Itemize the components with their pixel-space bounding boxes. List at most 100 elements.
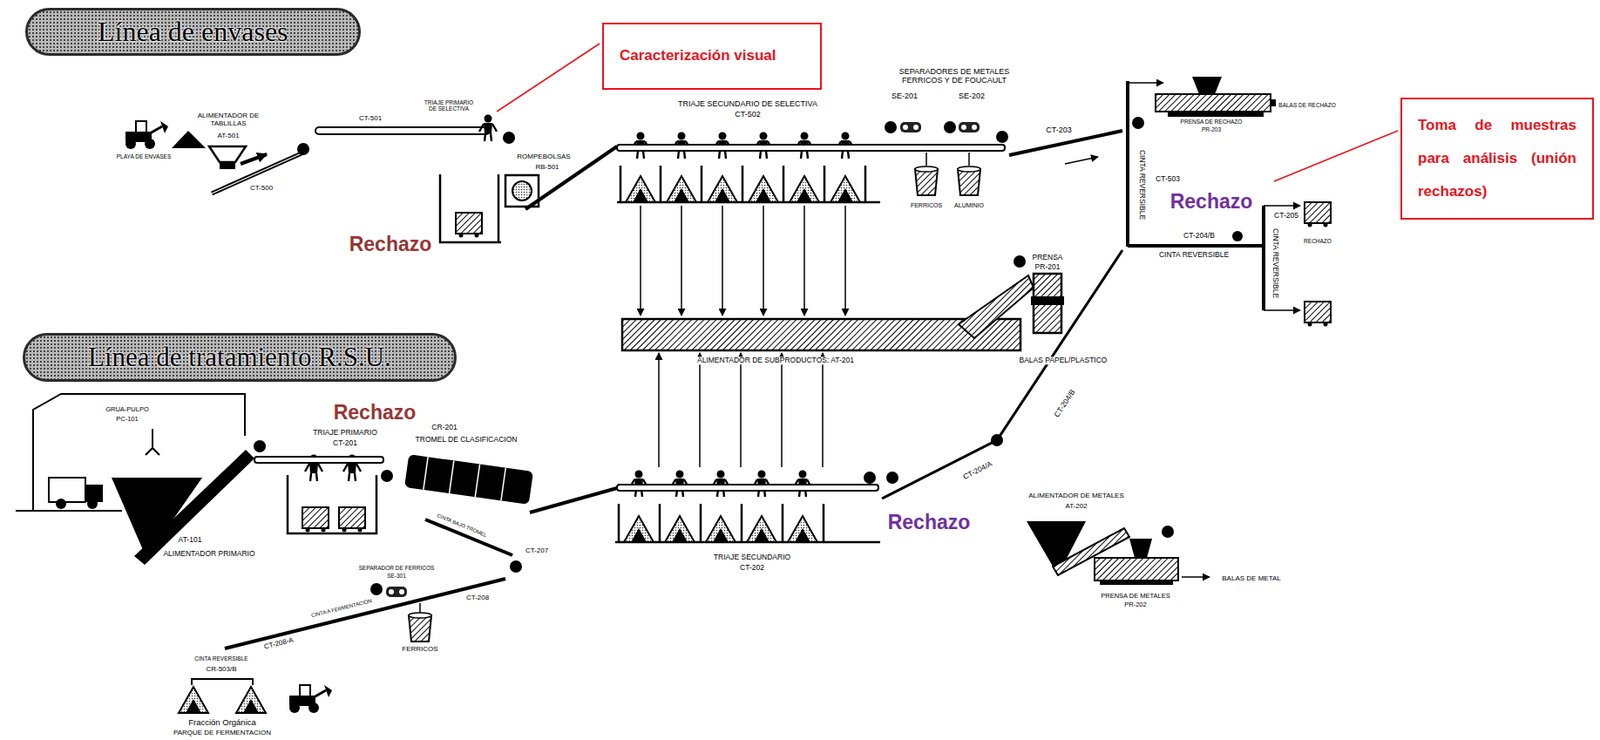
- msw-line-drawing-part: [224, 578, 506, 649]
- packaging-line-drawing-part: [789, 176, 820, 203]
- equipment-label: PRENSA DE RECHAZO: [1179, 118, 1244, 125]
- equipment-label: FERRICOS: [400, 645, 439, 654]
- packaging-line-drawing-part: [1263, 204, 1301, 207]
- msw-line-drawing-part: [419, 603, 421, 614]
- reject-label-anchor: Rechazo: [887, 511, 972, 534]
- equipment-label: CT-208: [465, 594, 490, 603]
- packaging-line-drawing-part: [240, 154, 267, 164]
- packaging-line-drawing-part: [211, 153, 302, 194]
- packaging-line-drawing-part: [881, 250, 1123, 499]
- reject-label: Rechazo: [332, 401, 418, 424]
- equipment-label: AT-501: [216, 132, 240, 141]
- msw-line-drawing-part: [752, 470, 771, 498]
- equipment-label: GRUA-PULPO: [104, 406, 150, 414]
- equipment-label-anchor: PLAYA DE ENVASES: [115, 153, 173, 160]
- packaging-line-drawing-part: [1127, 244, 1264, 248]
- packaging-line-drawing-part: [219, 162, 236, 170]
- equipment-label-anchor: PRENSA DE RECHAZO: [1179, 118, 1244, 125]
- reject-label: Rechazo: [1169, 190, 1255, 213]
- packaging-line-drawing-part: [748, 176, 779, 203]
- reject-label: Rechazo: [348, 233, 434, 256]
- section-banner: Línea de tratamiento R.S.U.: [22, 332, 457, 382]
- equipment-label: ALUMINIO: [953, 202, 985, 210]
- equipment-label-anchor: CT-201: [332, 439, 359, 448]
- callout-text: Caracterización visual: [619, 46, 805, 66]
- equipment-label: TRIAJE PRIMARIO: [311, 428, 379, 437]
- equipment-label-anchor: CINTA REVERSIBLE: [1137, 149, 1146, 221]
- equipment-label-anchor: CR-201: [430, 423, 458, 432]
- equipment-label-anchor: ALIMENTADOR DE METALES: [1027, 492, 1126, 501]
- equipment-label: CT-208-A: [262, 636, 295, 651]
- equipment-label-anchor: AT-501: [216, 132, 240, 141]
- equipment-label-anchor: PR-201: [1034, 263, 1062, 272]
- packaging-line-drawing-part: [640, 205, 846, 316]
- banner-title: Línea de tratamiento R.S.U.: [88, 342, 392, 373]
- msw-line-drawing-part: [711, 470, 730, 498]
- msw-line-drawing-part: [254, 456, 384, 463]
- equipment-label: CINTA REVERSIBLE: [193, 655, 249, 662]
- packaging-line-drawing-part: [1304, 301, 1331, 327]
- equipment-label: TROMEL DE CLASIFICACION: [414, 435, 519, 444]
- equipment-label-anchor: ALIMENTADOR PRIMARIO: [162, 549, 256, 558]
- msw-line-drawing-part: [253, 440, 266, 453]
- msw-line-drawing-part: [287, 474, 377, 534]
- reject-label-anchor: Rechazo: [348, 233, 434, 256]
- reject-label-anchor: Rechazo: [332, 401, 418, 424]
- msw-line-drawing-part-part: [739, 352, 742, 468]
- equipment-label: AT-101: [177, 535, 204, 544]
- equipment-label-anchor: PC-101: [115, 415, 139, 423]
- packaging-line-drawing-part-part: [721, 205, 724, 316]
- packaging-line-drawing-part: [958, 275, 1034, 339]
- equipment-label-anchor: CT-503: [1154, 175, 1181, 184]
- equipment-label-anchor: CINTA REVERSIBLE: [193, 655, 249, 662]
- equipment-label: CT-500: [249, 184, 274, 193]
- banner-title: Línea de envases: [97, 16, 289, 48]
- equipment-label-anchor: TROMEL DE CLASIFICACION: [414, 435, 519, 444]
- equipment-label-anchor: ALIMENTADOR DE SUBPRODUCTOS: AT-201: [696, 356, 855, 365]
- msw-line-drawing-part: [616, 484, 879, 491]
- msw-line-drawing-part: [338, 507, 366, 533]
- packaging-line-drawing-part: [479, 115, 497, 143]
- equipment-label: CINTA BAJO TROMEL: [435, 512, 489, 539]
- packaging-line-drawing-part: [1064, 156, 1099, 164]
- packaging-line-drawing-part: [1155, 94, 1271, 112]
- callout-box: Caracterización visual: [602, 22, 822, 90]
- equipment-label: CT-503: [1154, 175, 1181, 184]
- equipment-label: CT-204/B: [1182, 231, 1216, 240]
- callout-box: Toma de muestras para análisis (unión re…: [1400, 97, 1594, 220]
- msw-line-drawing-part: [408, 612, 432, 642]
- equipment-label-anchor: Fracción Orgánica: [187, 718, 258, 727]
- equipment-label: CT-207: [524, 547, 550, 556]
- packaging-line-drawing: [125, 76, 1331, 499]
- equipment-label-anchor: AT-202: [1064, 502, 1088, 511]
- packaging-line-drawing-part: [315, 127, 490, 135]
- equipment-label: RB-501: [534, 163, 560, 172]
- msw-line-drawing-part-part: [404, 454, 534, 505]
- msw-line-drawing-part: [380, 469, 394, 482]
- packaging-line-drawing-part: [900, 122, 922, 133]
- equipment-label-anchor: CT-208: [465, 594, 490, 603]
- packaging-line-drawing-part-part: [844, 205, 847, 316]
- equipment-label: Fracción Orgánica: [187, 718, 258, 727]
- equipment-label: FERRICOS: [909, 202, 943, 210]
- equipment-label-anchor: SE-202: [957, 92, 986, 102]
- equipment-label-anchor: PRENSA DE METALES: [1099, 592, 1171, 600]
- equipment-label-anchor: CT-205: [1273, 211, 1300, 220]
- msw-line-drawing-part: [48, 477, 86, 502]
- section-banner: Línea de envases: [25, 7, 361, 56]
- msw-line-drawing-part-part: [780, 352, 783, 468]
- equipment-label: ROMPEBOLSAS: [515, 153, 571, 162]
- equipment-label-anchor: TRIAJE PRIMARIO: [311, 428, 379, 437]
- equipment-label-anchor: FERRICOS: [400, 645, 439, 654]
- packaging-line-drawing-part: [125, 121, 169, 150]
- msw-line-drawing-part: [509, 560, 523, 573]
- msw-line-drawing-part: [787, 515, 818, 543]
- packaging-line-drawing-part: [1030, 296, 1065, 306]
- msw-line-drawing-part: [671, 470, 689, 498]
- equipment-label: CINTA REVERSIBLE: [1137, 149, 1146, 221]
- packaging-line-drawing-part: [830, 176, 861, 203]
- equipment-label-anchor: CR-503/B: [204, 665, 238, 674]
- packaging-line-drawing-part: [616, 165, 881, 203]
- packaging-line-drawing-part: [502, 131, 516, 144]
